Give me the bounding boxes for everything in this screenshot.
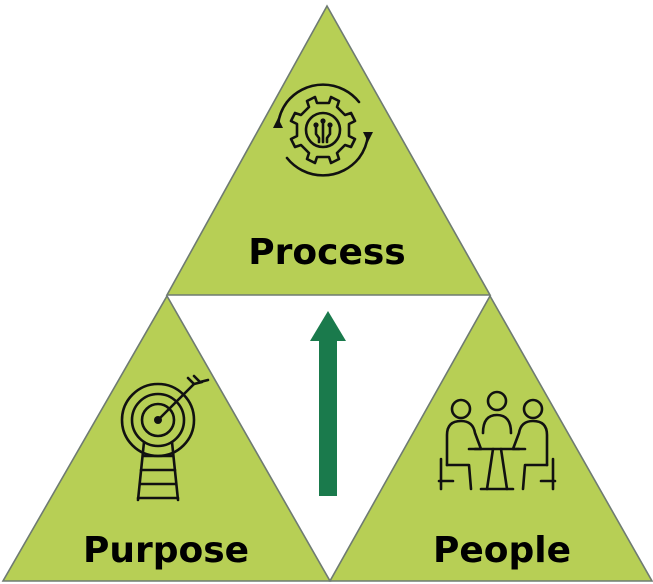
purpose-label: Purpose — [83, 530, 249, 571]
meeting-table-icon — [437, 390, 557, 491]
target-ladder-icon — [120, 374, 210, 502]
purpose-triangle-shape — [1, 294, 332, 582]
people-label: People — [433, 530, 571, 571]
purpose-triangle: Purpose — [1, 294, 332, 582]
process-label: Process — [248, 232, 405, 273]
gear-cycle-icon — [273, 83, 373, 177]
people-triangle-shape — [328, 294, 653, 582]
up-arrow-icon — [310, 311, 346, 496]
process-triangle-shape — [165, 4, 492, 296]
people-triangle: People — [328, 294, 653, 582]
process-triangle: Process — [165, 4, 492, 296]
